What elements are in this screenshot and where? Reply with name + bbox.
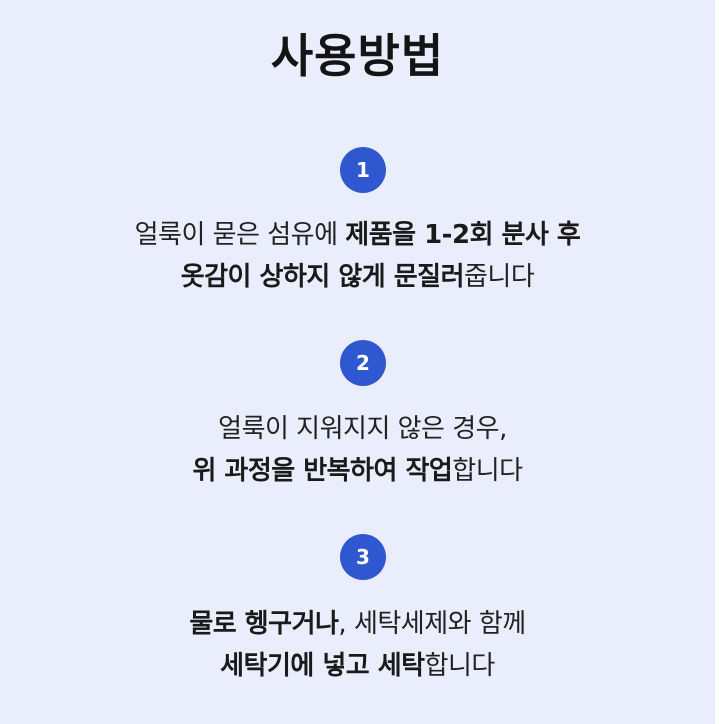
step-3-line-2: 세탁기에 넣고 세탁합니다: [0, 645, 715, 687]
step-1-line-1-regular: 얼룩이 묻은 섬유에: [134, 220, 346, 250]
step-2-line-1: 얼룩이 지워지지 않은 경우,: [0, 408, 715, 450]
step-2-number-badge: 2: [340, 340, 386, 386]
step-3-number-badge: 3: [340, 534, 386, 580]
step-3-line-2-regular: 합니다: [424, 651, 496, 681]
step-3-line-1-regular: , 세탁세제와 함께: [338, 609, 526, 639]
step-3-line-2-bold: 세탁기에 넣고 세탁: [220, 651, 425, 681]
step-2-line-2-regular: 합니다: [452, 456, 523, 486]
page-title: 사용방법: [270, 29, 445, 83]
step-3-text: 물로 헹구거나, 세탁세제와 함께 세탁기에 넣고 세탁합니다: [0, 603, 715, 687]
step-1-line-1-bold: 제품을 1-2회 분사 후: [345, 220, 581, 250]
step-2-line-1-regular: 얼룩이 지워지지 않은 경우,: [218, 414, 507, 444]
step-3-line-1: 물로 헹구거나, 세탁세제와 함께: [0, 603, 715, 645]
step-1-line-2-regular: 줍니다: [464, 262, 535, 292]
step-2-line-2-bold: 위 과정을 반복하여 작업: [192, 456, 453, 486]
step-2-line-2: 위 과정을 반복하여 작업합니다: [0, 450, 715, 492]
step-1-line-1: 얼룩이 묻은 섬유에 제품을 1-2회 분사 후: [0, 214, 715, 256]
step-3-line-1-bold: 물로 헹구거나: [189, 609, 339, 639]
step-2-text: 얼룩이 지워지지 않은 경우, 위 과정을 반복하여 작업합니다: [0, 408, 715, 492]
step-1-line-2: 옷감이 상하지 않게 문질러줍니다: [0, 256, 715, 298]
step-1-line-2-bold: 옷감이 상하지 않게 문질러: [180, 262, 465, 292]
step-1-text: 얼룩이 묻은 섬유에 제품을 1-2회 분사 후 옷감이 상하지 않게 문질러줍…: [0, 214, 715, 298]
step-1-number-badge: 1: [340, 147, 386, 193]
